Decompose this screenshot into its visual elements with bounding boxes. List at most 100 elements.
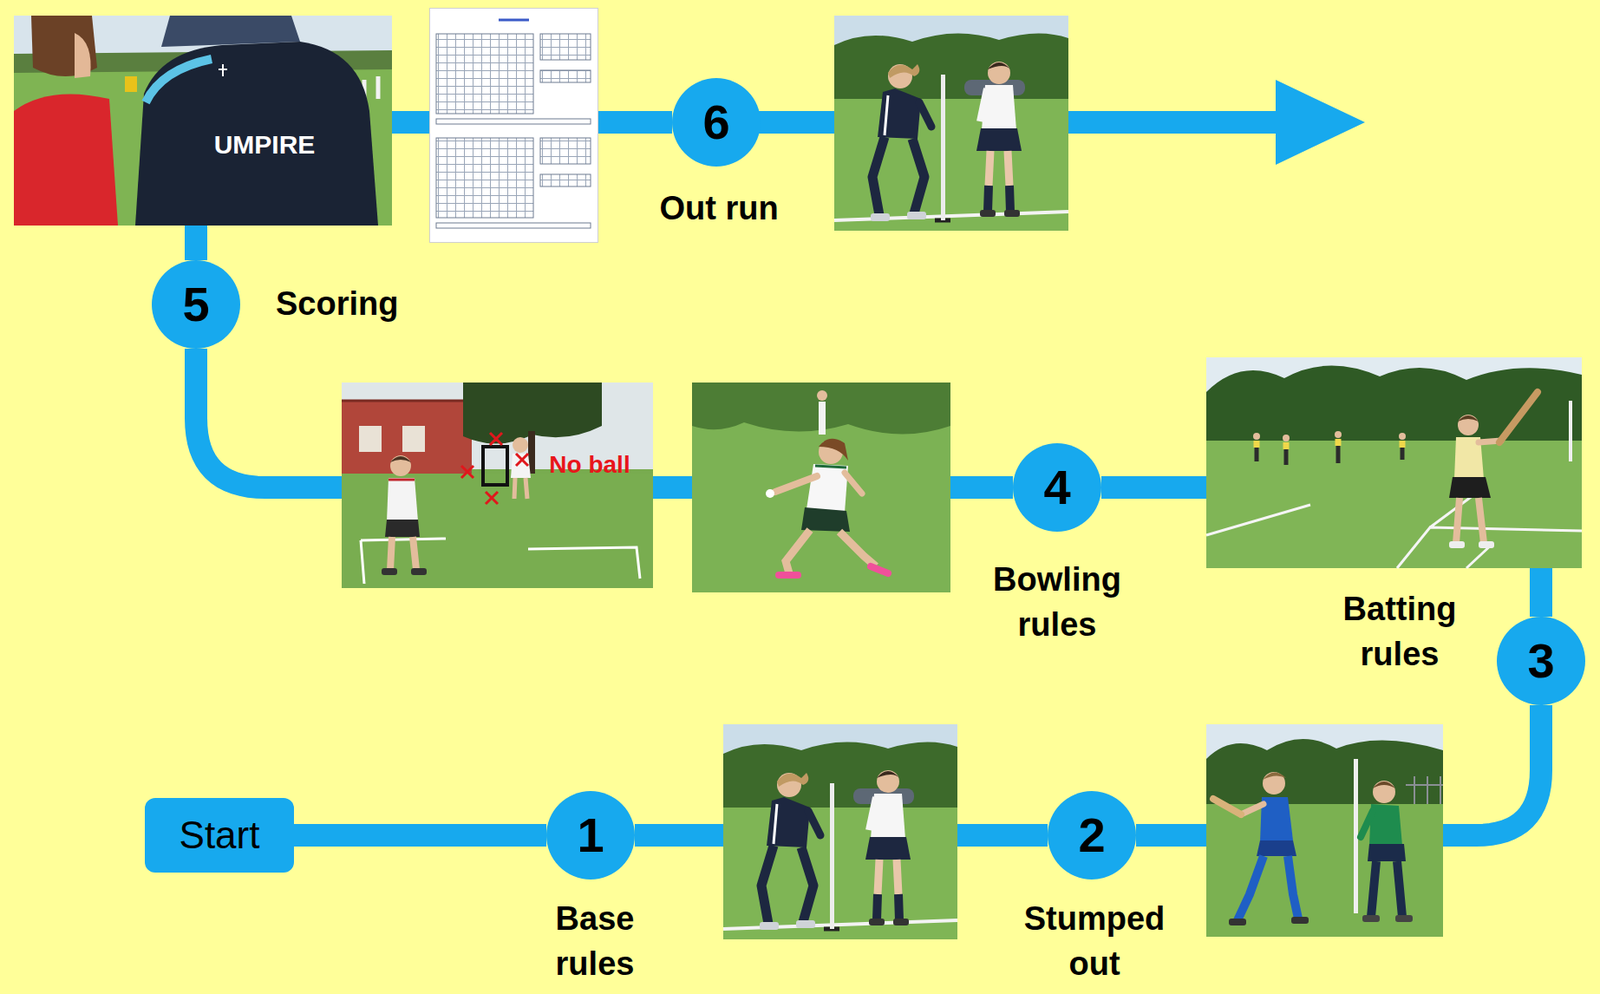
bowling-photo	[806, 463, 849, 513]
start-box: Start	[144, 797, 294, 873]
umpire-photo	[124, 76, 138, 92]
no-ball-photo	[359, 425, 382, 452]
step-number: 3	[1527, 636, 1555, 686]
photo-caption: No ball	[548, 451, 630, 479]
no-ball-photo	[402, 425, 425, 452]
bowling-photo	[844, 472, 863, 494]
batting-photo	[1206, 487, 1582, 569]
batting-photo	[1457, 414, 1479, 436]
no-ball-photo	[341, 382, 654, 588]
batting-photo	[1206, 357, 1582, 569]
stumping-photo	[1367, 843, 1406, 862]
no-ball-photo	[483, 446, 508, 485]
no-ball-photo	[341, 382, 654, 588]
bowling-photo	[775, 476, 817, 492]
umpire-photo	[218, 64, 228, 77]
stumping-photo	[1256, 840, 1297, 856]
step-number: 4	[1043, 463, 1071, 512]
score-sheet	[540, 137, 591, 164]
no-ball-photo	[341, 399, 472, 478]
stumping-photo	[1240, 803, 1264, 815]
no-ball-photo	[512, 437, 529, 453]
route-path	[293, 823, 547, 847]
batting-photo	[1449, 541, 1465, 549]
bowling-photo	[818, 438, 849, 461]
bowling-photo	[815, 465, 847, 468]
batting-photo	[1568, 400, 1573, 462]
step-title: Stumped out	[1007, 895, 1182, 987]
bowling-photo	[778, 571, 798, 579]
step-title: Base rules	[529, 895, 660, 987]
umpire-photo	[145, 58, 212, 103]
stumping-photo	[1360, 810, 1373, 837]
bowling-photo	[785, 529, 810, 574]
umpire-photo	[161, 15, 301, 47]
no-ball-photo	[461, 432, 529, 504]
bowling-photo	[839, 531, 876, 567]
step-circle: 1Base rules	[546, 790, 635, 880]
step-title: Bowling rules	[979, 556, 1136, 648]
step-title: Out run	[659, 185, 778, 231]
no-ball-photo	[341, 399, 472, 403]
no-ball-photo	[388, 478, 415, 482]
no-ball-photo	[411, 568, 427, 575]
step-number: 6	[702, 97, 730, 147]
batting-photo	[1456, 497, 1484, 543]
batting-photo	[1256, 442, 1403, 465]
batting-photo	[1478, 541, 1495, 549]
stumping-photo	[1287, 855, 1299, 919]
stumping-photo	[1372, 780, 1396, 804]
bowling-photo	[692, 382, 951, 435]
stumping-photo	[1206, 724, 1444, 937]
score-sheet	[430, 8, 599, 243]
umpire-photo	[74, 32, 92, 79]
umpire-photo	[135, 41, 379, 226]
bowling-photo	[816, 390, 828, 401]
step-number: 5	[182, 280, 209, 329]
start-label: Start	[179, 816, 261, 855]
stumping-photo	[1228, 918, 1247, 926]
step-title: Scoring	[275, 280, 399, 327]
batting-photo	[1334, 431, 1342, 438]
score-sheet	[436, 222, 591, 229]
step-circle: 5Scoring	[151, 260, 241, 349]
step-number: 1	[576, 810, 604, 860]
no-ball-photo	[390, 455, 412, 477]
no-ball-photo	[385, 519, 420, 537]
bowling-photo	[765, 489, 775, 498]
step-circle: 2Stumped out	[1047, 790, 1137, 880]
score-sheet	[436, 118, 591, 125]
base-photo	[723, 724, 958, 940]
batting-photo	[1206, 440, 1582, 569]
step-circle: 3Batting rules	[1496, 616, 1586, 706]
bowling-photo	[801, 507, 850, 532]
batting-photo	[1449, 476, 1491, 498]
out-run-photo	[834, 15, 1069, 231]
stumping-photo	[1291, 916, 1309, 924]
stumping-photo	[1206, 803, 1444, 937]
no-ball-photo	[381, 568, 398, 575]
score-sheet	[540, 174, 591, 187]
batting-photo	[1256, 438, 1403, 450]
stumping-photo	[1213, 798, 1241, 815]
batting-photo	[1499, 391, 1538, 443]
bowling-photo	[692, 382, 951, 593]
score-sheet	[430, 8, 599, 243]
step-circle: 4Bowling rules	[1012, 443, 1102, 532]
no-ball-photo	[390, 536, 417, 570]
path-arrow	[1275, 79, 1365, 165]
bowling-photo	[692, 382, 951, 593]
no-ball-photo	[341, 473, 654, 588]
no-ball-photo	[390, 456, 412, 463]
score-sheet	[540, 70, 591, 83]
batting-photo	[1457, 415, 1479, 422]
stumping-photo	[1372, 781, 1396, 789]
batting-photo	[1398, 432, 1406, 440]
stumping-photo	[1362, 914, 1380, 922]
bowling-photo	[818, 401, 826, 435]
stumping-photo	[1262, 771, 1286, 795]
no-ball-photo	[360, 538, 640, 584]
stumping-photo	[1206, 738, 1444, 804]
